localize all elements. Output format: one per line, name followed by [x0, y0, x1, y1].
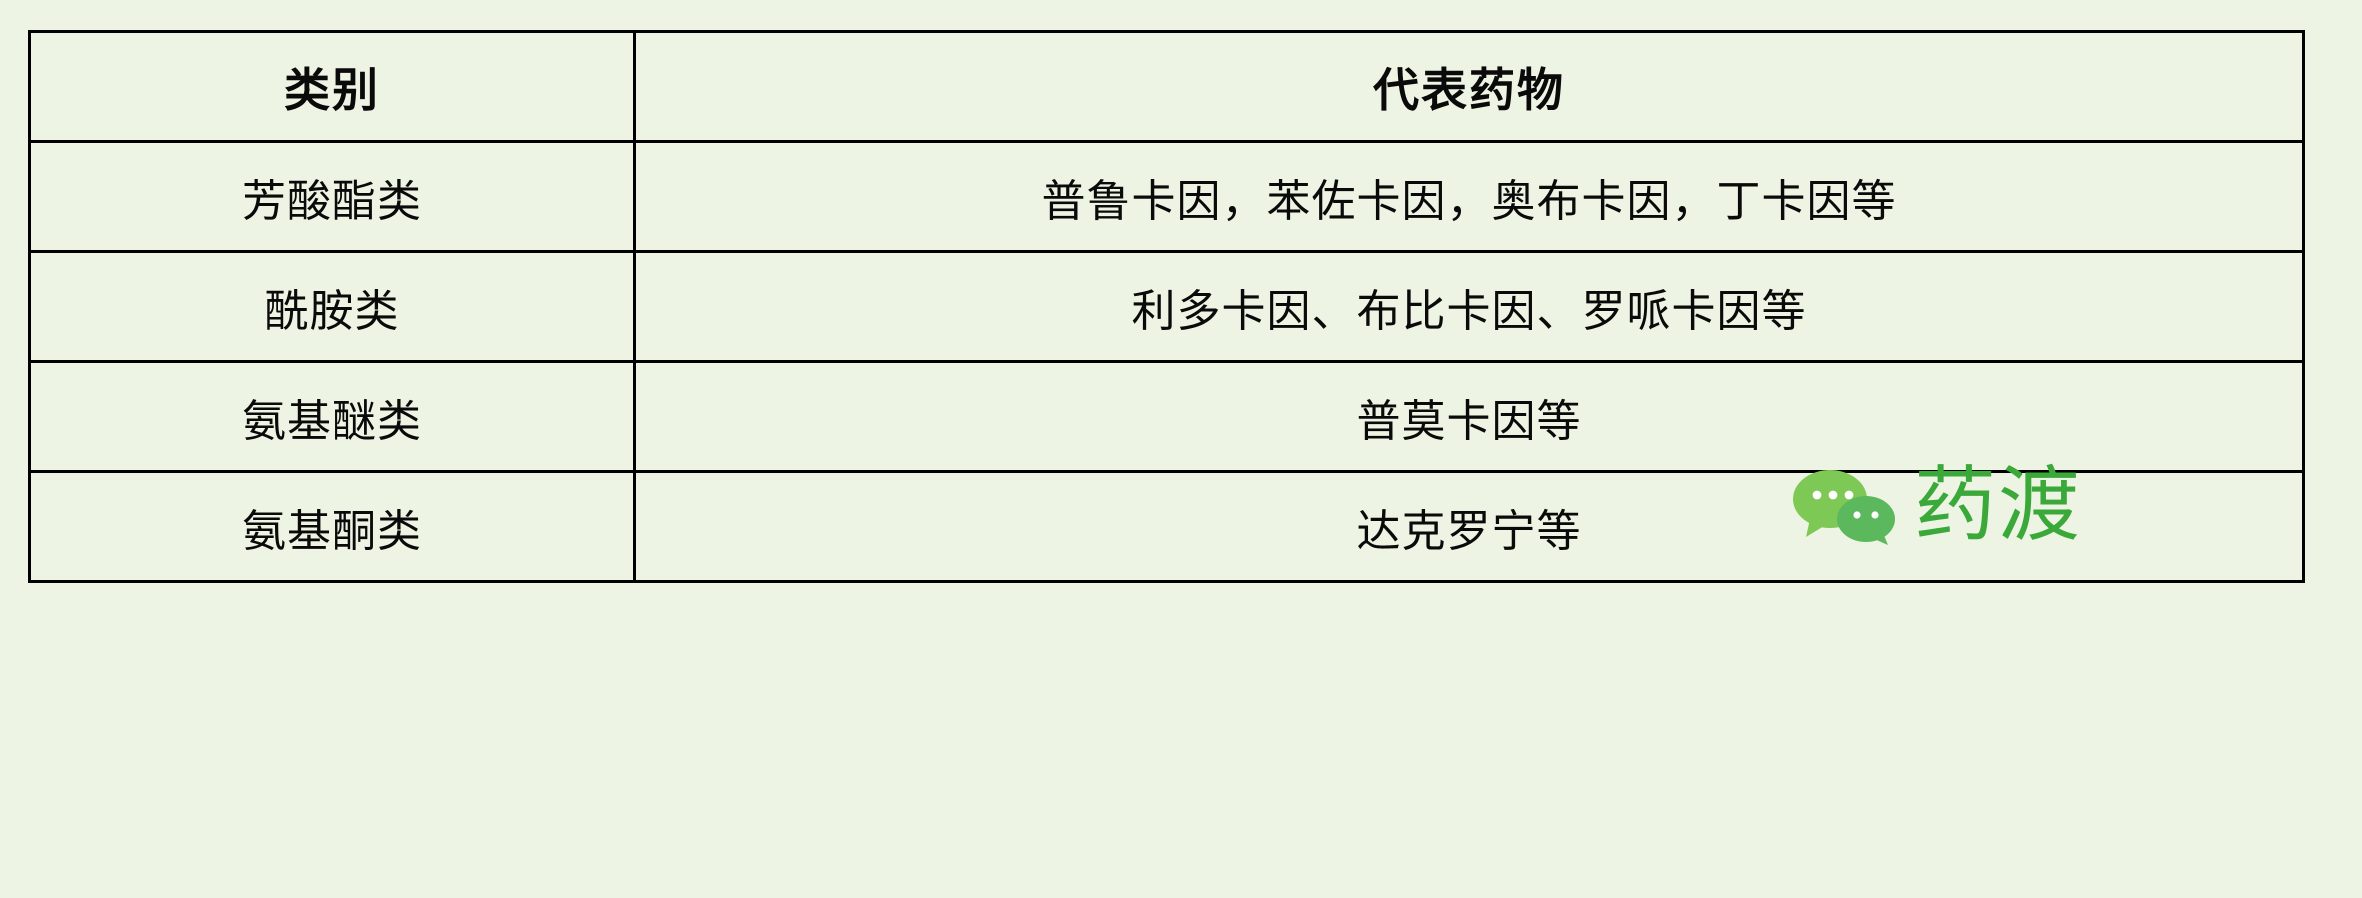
cell-category: 氨基醚类 [28, 360, 636, 473]
cell-drugs: 达克罗宁等 [633, 470, 2305, 583]
column-header-drugs: 代表药物 [633, 30, 2305, 143]
cell-category: 氨基酮类 [28, 470, 636, 583]
table-row: 氨基醚类 普莫卡因等 [28, 360, 2305, 473]
table-row: 氨基酮类 达克罗宁等 [28, 470, 2305, 583]
table-row: 芳酸酯类 普鲁卡因，苯佐卡因，奥布卡因，丁卡因等 [28, 140, 2305, 253]
cell-drugs: 普鲁卡因，苯佐卡因，奥布卡因，丁卡因等 [633, 140, 2305, 253]
cell-drugs: 普莫卡因等 [633, 360, 2305, 473]
drug-classification-table: 类别 代表药物 芳酸酯类 普鲁卡因，苯佐卡因，奥布卡因，丁卡因等 酰胺类 利多卡… [28, 30, 2305, 583]
cell-category: 芳酸酯类 [28, 140, 636, 253]
cell-category: 酰胺类 [28, 250, 636, 363]
cell-drugs: 利多卡因、布比卡因、罗哌卡因等 [633, 250, 2305, 363]
table-body: 芳酸酯类 普鲁卡因，苯佐卡因，奥布卡因，丁卡因等 酰胺类 利多卡因、布比卡因、罗… [28, 140, 2305, 583]
table: 类别 代表药物 芳酸酯类 普鲁卡因，苯佐卡因，奥布卡因，丁卡因等 酰胺类 利多卡… [28, 30, 2305, 583]
column-header-category: 类别 [28, 30, 636, 143]
table-row: 酰胺类 利多卡因、布比卡因、罗哌卡因等 [28, 250, 2305, 363]
table-head: 类别 代表药物 [28, 30, 2305, 143]
table-header-row: 类别 代表药物 [28, 30, 2305, 143]
